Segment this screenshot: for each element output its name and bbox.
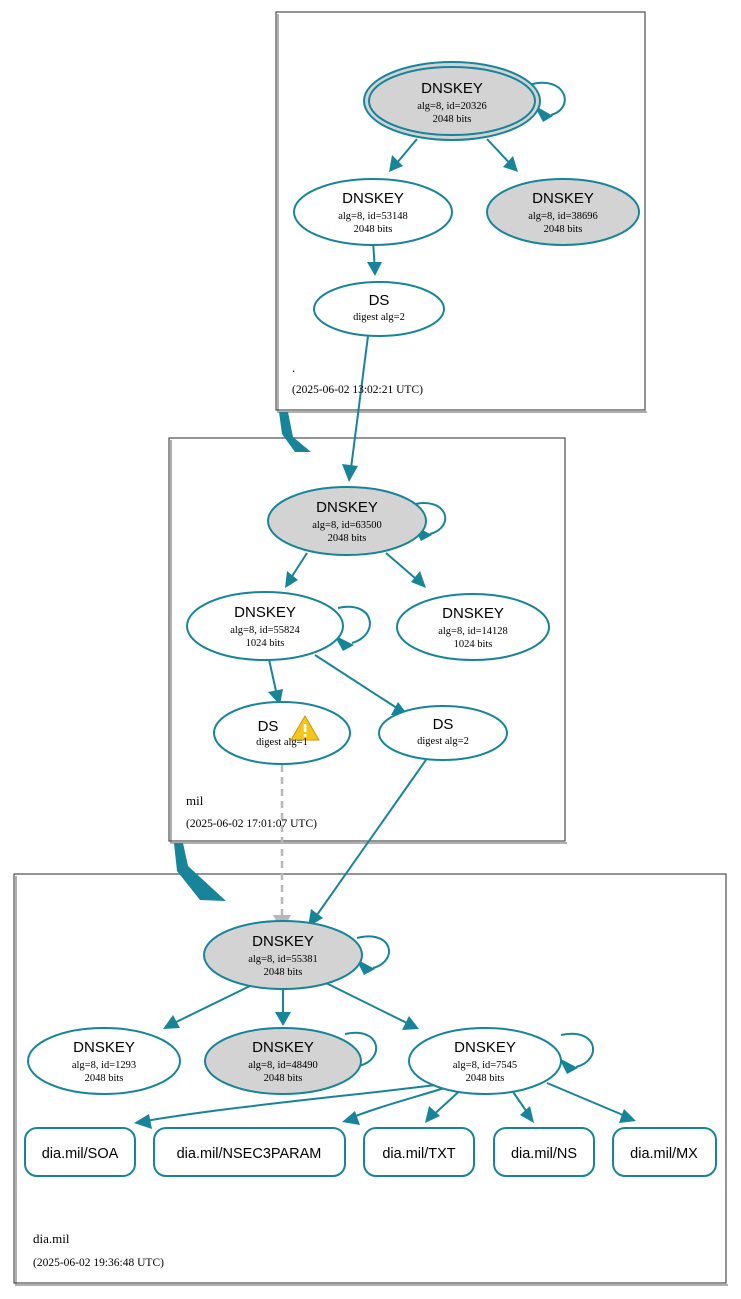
zone-box-root	[275, 11, 647, 413]
edge-ds-root-2-to-k63500	[342, 335, 369, 482]
node-title: DNSKEY	[442, 605, 504, 622]
zone-name: mil	[186, 793, 204, 808]
zone-link-root-to-mil	[279, 412, 311, 452]
edge-ds-mil-1-to-k55381-insecure	[273, 765, 291, 932]
node-ds-mil-digest2[interactable]: DS digest alg=2	[378, 705, 508, 761]
node-line2: alg=8, id=1293	[72, 1060, 136, 1071]
zone-name: dia.mil	[33, 1231, 70, 1246]
edge-k55381-to-k7545	[325, 982, 419, 1030]
zone-label-mil: mil (2025-06-02 17:01:07 UTC)	[186, 793, 317, 830]
node-line3: 2048 bits	[466, 1073, 505, 1084]
rrset-dia-mil-soa[interactable]: dia.mil/SOA	[24, 1127, 136, 1177]
rrset-label: dia.mil/TXT	[382, 1146, 455, 1162]
node-line2: alg=8, id=7545	[453, 1060, 517, 1071]
rrset-dia-mil-nsec3param[interactable]: dia.mil/NSEC3PARAM	[153, 1127, 346, 1177]
zone-timestamp: (2025-06-02 17:01:07 UTC)	[186, 818, 317, 830]
node-dnskey-63500[interactable]: DNSKEY alg=8, id=63500 2048 bits	[267, 486, 427, 556]
zone-name: .	[292, 360, 295, 375]
edge-k7545-self	[559, 1032, 595, 1074]
rrset-label: dia.mil/NSEC3PARAM	[177, 1146, 322, 1162]
node-dnskey-53148[interactable]: DNSKEY alg=8, id=53148 2048 bits	[293, 178, 453, 246]
node-line3: 2048 bits	[264, 1073, 303, 1084]
rrset-dia-mil-ns[interactable]: dia.mil/NS	[493, 1127, 595, 1177]
node-dnskey-38696[interactable]: DNSKEY alg=8, id=38696 2048 bits	[486, 178, 640, 246]
node-dnskey-7545[interactable]: DNSKEY alg=8, id=7545 2048 bits	[408, 1027, 562, 1095]
node-line2: alg=8, id=48490	[248, 1060, 318, 1071]
node-line2: alg=8, id=55824	[230, 625, 300, 636]
node-dnskey-20326[interactable]: DNSKEY alg=8, id=20326 2048 bits	[363, 61, 541, 141]
zone-link-mil-to-diamil	[174, 843, 226, 901]
edge-k55824-to-ds-mil-1	[267, 654, 283, 705]
node-title: DNSKEY	[454, 1039, 516, 1056]
node-line3: 1024 bits	[454, 639, 493, 650]
zone-label-root: . (2025-06-02 13:02:21 UTC)	[292, 360, 423, 396]
edge-k20326-to-k53148	[389, 138, 418, 172]
rrset-label: dia.mil/NS	[511, 1146, 577, 1162]
edge-k7545-to-rr-nsec3param	[342, 1084, 455, 1125]
node-dnskey-55381[interactable]: DNSKEY alg=8, id=55381 2048 bits	[203, 920, 363, 990]
node-line3: 2048 bits	[433, 114, 472, 125]
edge-k55381-to-k48490	[275, 988, 291, 1026]
zone-label-diamil: dia.mil (2025-06-02 19:36:48 UTC)	[33, 1231, 164, 1269]
node-dnskey-1293[interactable]: DNSKEY alg=8, id=1293 2048 bits	[27, 1027, 181, 1095]
rrset-label: dia.mil/SOA	[42, 1146, 119, 1162]
node-title: DNSKEY	[73, 1039, 135, 1056]
node-line2: alg=8, id=55381	[248, 954, 318, 965]
node-title: DNSKEY	[342, 190, 404, 207]
node-line2: alg=8, id=20326	[417, 101, 487, 112]
node-title: DNSKEY	[316, 499, 378, 516]
node-line2: alg=8, id=38696	[528, 211, 598, 222]
rrset-dia-mil-txt[interactable]: dia.mil/TXT	[363, 1127, 475, 1177]
node-title: DS	[369, 292, 390, 309]
node-title: DNSKEY	[234, 604, 296, 621]
node-title: DNSKEY	[532, 190, 594, 207]
node-line2: digest alg=1	[256, 737, 308, 748]
node-line2: digest alg=2	[417, 736, 469, 747]
node-line3: 2048 bits	[85, 1073, 124, 1084]
node-title: DNSKEY	[252, 1039, 314, 1056]
node-dnskey-14128[interactable]: DNSKEY alg=8, id=14128 1024 bits	[396, 593, 550, 661]
node-line2: digest alg=2	[353, 312, 405, 323]
node-line2: alg=8, id=63500	[312, 520, 382, 531]
zone-box-mil	[168, 437, 567, 844]
zone-timestamp: (2025-06-02 13:02:21 UTC)	[292, 384, 423, 396]
node-line3: 1024 bits	[246, 638, 285, 649]
node-line3: 2048 bits	[264, 967, 303, 978]
node-ds-root-digest2[interactable]: DS digest alg=2	[313, 281, 445, 337]
node-title: DS	[258, 718, 279, 735]
node-line3: 2048 bits	[354, 224, 393, 235]
edge-k55381-to-k1293	[163, 983, 255, 1029]
edge-k55824-self	[334, 605, 371, 651]
node-line2: alg=8, id=14128	[438, 626, 508, 637]
edge-k7545-to-rr-mx	[546, 1082, 636, 1123]
warning-icon	[290, 715, 320, 741]
edge-k63500-to-k55824	[285, 552, 308, 588]
node-title: DNSKEY	[421, 80, 483, 97]
zone-timestamp: (2025-06-02 19:36:48 UTC)	[33, 1257, 164, 1269]
node-line3: 2048 bits	[328, 533, 367, 544]
edge-k20326-to-k38696	[486, 138, 518, 172]
node-line3: 2048 bits	[544, 224, 583, 235]
node-title: DS	[433, 716, 454, 733]
edge-k55824-to-ds-mil-2	[314, 654, 408, 715]
node-ds-mil-digest1[interactable]: DS digest alg=1	[213, 701, 351, 765]
edge-k63500-to-k14128	[385, 552, 426, 588]
node-title: DNSKEY	[252, 933, 314, 950]
zone-box-diamil	[13, 873, 728, 1286]
node-dnskey-48490[interactable]: DNSKEY alg=8, id=48490 2048 bits	[204, 1027, 362, 1095]
edge-k7545-to-rr-soa	[134, 1082, 452, 1129]
node-line2: alg=8, id=53148	[338, 211, 408, 222]
rrset-label: dia.mil/MX	[630, 1146, 698, 1162]
node-dnskey-55824[interactable]: DNSKEY alg=8, id=55824 1024 bits	[186, 591, 344, 661]
rrset-dia-mil-mx[interactable]: dia.mil/MX	[612, 1127, 717, 1177]
